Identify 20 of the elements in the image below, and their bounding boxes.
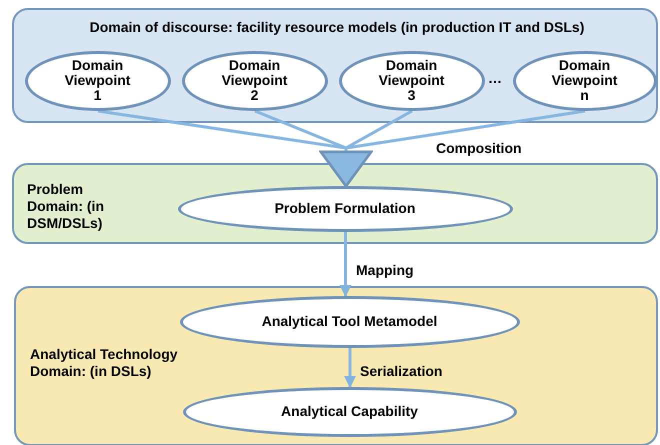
node-label: Domain Viewpoint n [550,58,618,103]
ellipsis: … [488,70,502,87]
node-label: Domain Viewpoint 3 [378,58,446,103]
domain-panel [12,8,658,123]
problem-domain-panel [12,163,658,244]
panel-heading: Analytical Technology Domain: (in DSLs) [30,346,179,380]
connector-arrow [344,348,356,388]
node-label: Analytical Capability [281,404,418,419]
connector-arrow [320,110,586,188]
node-label: Domain Viewpoint 2 [220,58,288,103]
edge-label: Mapping [356,262,414,279]
node-label: Domain Viewpoint 1 [64,58,132,103]
technology-domain-panel [14,286,658,445]
node-label: Analytical Tool Metamodel [262,314,438,329]
panel-heading: Problem Domain: (in DSM/DSLs) [27,181,105,232]
node-label: Problem Formulation [274,201,416,216]
composition-label: Composition [436,140,522,157]
panel-heading: Domain of discourse: facility resource models (in production IT and DSLs) [88,19,586,36]
connector-arrow [340,232,352,297]
edge-label: Serialization [360,363,442,380]
